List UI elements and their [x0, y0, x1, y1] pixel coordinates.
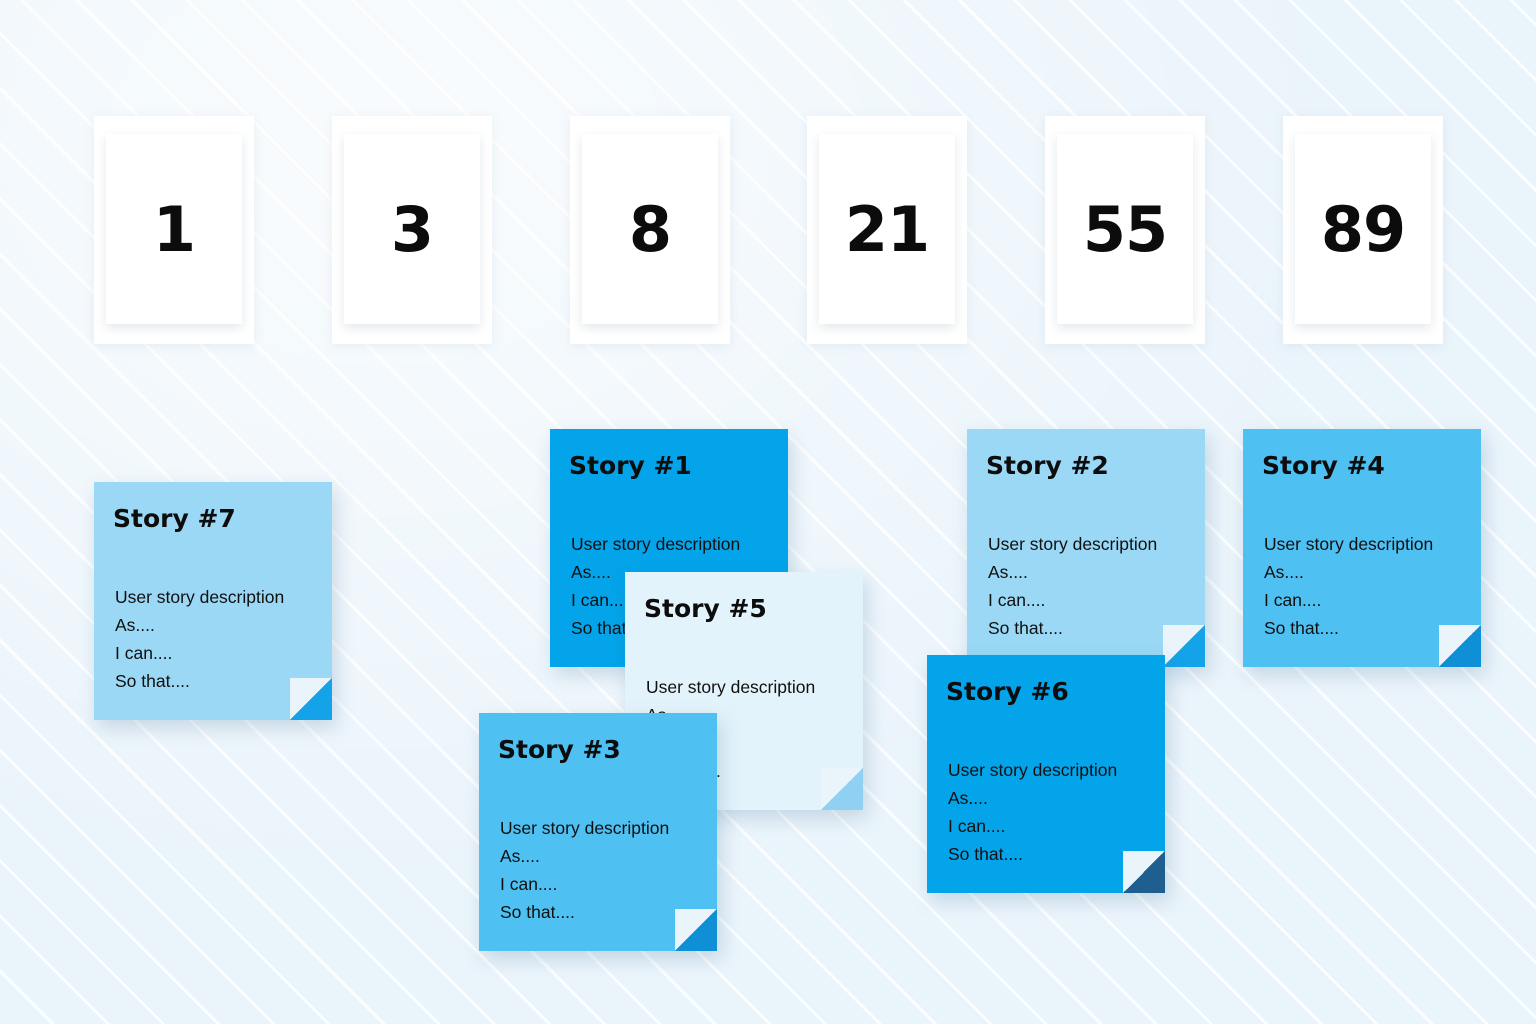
story-body: User story description As.... I can.... …	[988, 530, 1157, 642]
card-value: 1	[152, 192, 196, 266]
story-note-2[interactable]: Story #2 User story description As.... I…	[967, 429, 1205, 667]
folded-corner-icon	[821, 768, 863, 810]
story-line: User story description	[1264, 534, 1434, 554]
card-face: 8	[582, 134, 718, 324]
story-note-6[interactable]: Story #6 User story description As.... I…	[927, 655, 1165, 893]
story-line: I can....	[1264, 590, 1322, 610]
estimate-card-21[interactable]: 21	[807, 116, 967, 344]
story-body: User story description As.... I can.... …	[1264, 530, 1433, 642]
story-line: So that....	[948, 844, 1023, 864]
folded-corner-icon	[1439, 625, 1481, 667]
story-line: So that....	[988, 618, 1063, 638]
estimate-card-3[interactable]: 3	[332, 116, 492, 344]
card-face: 1	[106, 134, 242, 324]
estimate-card-8[interactable]: 8	[570, 116, 730, 344]
story-line: User story description	[571, 534, 741, 554]
story-note-4[interactable]: Story #4 User story description As.... I…	[1243, 429, 1481, 667]
card-face: 21	[819, 134, 955, 324]
card-value: 55	[1082, 192, 1168, 266]
folded-corner-icon	[290, 678, 332, 720]
story-body: User story description As.... I can.... …	[500, 814, 669, 926]
card-face: 55	[1057, 134, 1193, 324]
story-line: I can....	[948, 816, 1006, 836]
story-body: User story description As.... I can.... …	[948, 756, 1117, 868]
estimate-card-1[interactable]: 1	[94, 116, 254, 344]
card-value: 89	[1320, 192, 1406, 266]
card-value: 3	[390, 192, 434, 266]
story-line: As....	[948, 788, 988, 808]
story-line: I can....	[988, 590, 1046, 610]
story-body: User story description As.... I can.... …	[115, 583, 284, 695]
story-line: I can....	[500, 874, 558, 894]
story-title: Story #1	[569, 451, 692, 480]
story-title: Story #3	[498, 735, 621, 764]
card-face: 89	[1295, 134, 1431, 324]
story-line: As....	[988, 562, 1028, 582]
story-line: User story description	[948, 760, 1118, 780]
story-title: Story #2	[986, 451, 1109, 480]
story-title: Story #7	[113, 504, 236, 533]
folded-corner-icon	[1123, 851, 1165, 893]
story-line: I can....	[115, 643, 173, 663]
card-value: 8	[628, 192, 672, 266]
story-line: As....	[1264, 562, 1304, 582]
story-title: Story #5	[644, 594, 767, 623]
story-note-7[interactable]: Story #7 User story description As.... I…	[94, 482, 332, 720]
estimate-card-89[interactable]: 89	[1283, 116, 1443, 344]
story-line: As....	[571, 562, 611, 582]
story-line: So that....	[500, 902, 575, 922]
story-line: User story description	[646, 677, 816, 697]
story-title: Story #6	[946, 677, 1069, 706]
story-title: Story #4	[1262, 451, 1385, 480]
story-line: User story description	[988, 534, 1158, 554]
story-line: User story description	[500, 818, 670, 838]
story-line: I can....	[571, 590, 629, 610]
story-line: User story description	[115, 587, 285, 607]
folded-corner-icon	[1163, 625, 1205, 667]
story-line: As....	[115, 615, 155, 635]
card-face: 3	[344, 134, 480, 324]
estimate-card-55[interactable]: 55	[1045, 116, 1205, 344]
story-line: So that....	[1264, 618, 1339, 638]
folded-corner-icon	[675, 909, 717, 951]
story-line: As....	[500, 846, 540, 866]
story-note-3[interactable]: Story #3 User story description As.... I…	[479, 713, 717, 951]
story-line: So that....	[115, 671, 190, 691]
card-value: 21	[844, 192, 930, 266]
